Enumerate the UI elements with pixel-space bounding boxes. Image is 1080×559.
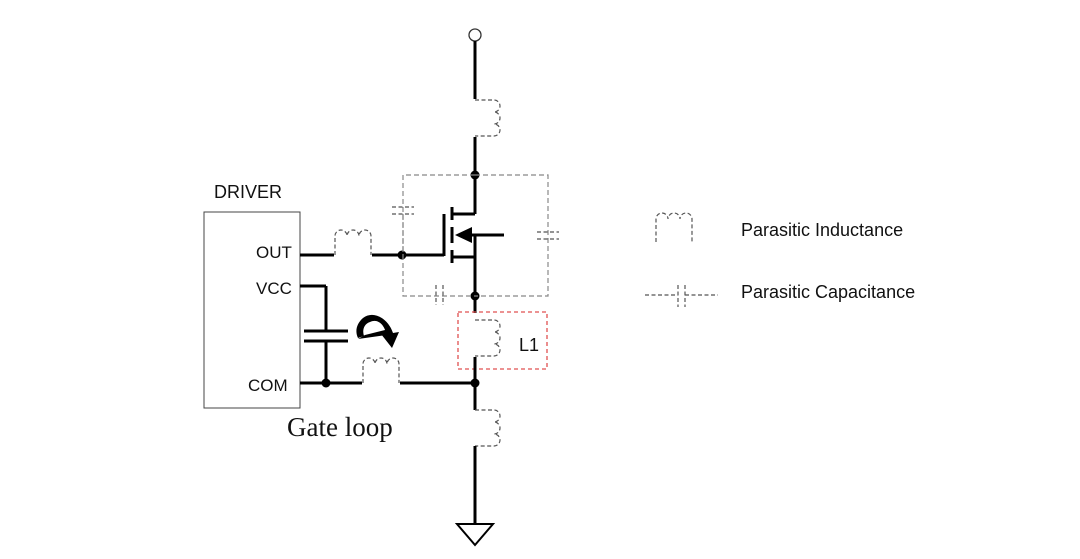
ground-path bbox=[454, 409, 501, 547]
drain-path bbox=[468, 28, 501, 206]
driver-block: DRIVER OUT VCC COM bbox=[203, 182, 301, 409]
gate-loop-label: Gate loop bbox=[287, 412, 393, 442]
l1-highlight-box bbox=[457, 311, 548, 370]
gate-node-dot bbox=[397, 250, 407, 260]
drain-parasitic-inductance bbox=[475, 99, 501, 137]
legend-inductance-label: Parasitic Inductance bbox=[741, 220, 903, 240]
ground-icon bbox=[454, 523, 496, 547]
pin-vcc-label: VCC bbox=[256, 279, 292, 298]
driver-box bbox=[203, 211, 301, 409]
ground-parasitic-inductance bbox=[475, 409, 501, 447]
gate-loop-arrow bbox=[356, 314, 399, 348]
mosfet-parasitics bbox=[392, 174, 559, 305]
curved-arrow-icon bbox=[356, 314, 399, 348]
kelvin-node-dot bbox=[470, 378, 480, 388]
body-arrow-icon bbox=[455, 227, 472, 243]
l1-inductance: L1 bbox=[457, 311, 548, 410]
com-parasitic-inductance bbox=[362, 357, 400, 383]
legend: Parasitic Inductance Parasitic Capacitan… bbox=[645, 212, 915, 307]
mosfet bbox=[450, 206, 504, 313]
driver-title: DRIVER bbox=[214, 182, 282, 202]
pin-out-label: OUT bbox=[256, 243, 292, 262]
gate-parasitic-inductance bbox=[334, 229, 372, 255]
legend-capacitance-label: Parasitic Capacitance bbox=[741, 282, 915, 302]
l1-label: L1 bbox=[519, 335, 539, 355]
com-node-dot bbox=[321, 378, 331, 388]
vcc-com-path bbox=[300, 284, 475, 388]
l1-inductor bbox=[475, 319, 501, 357]
legend-inductance-icon bbox=[655, 212, 693, 242]
gate-drive-path bbox=[300, 214, 446, 260]
supply-terminal bbox=[468, 28, 482, 42]
pin-com-label: COM bbox=[248, 376, 288, 395]
